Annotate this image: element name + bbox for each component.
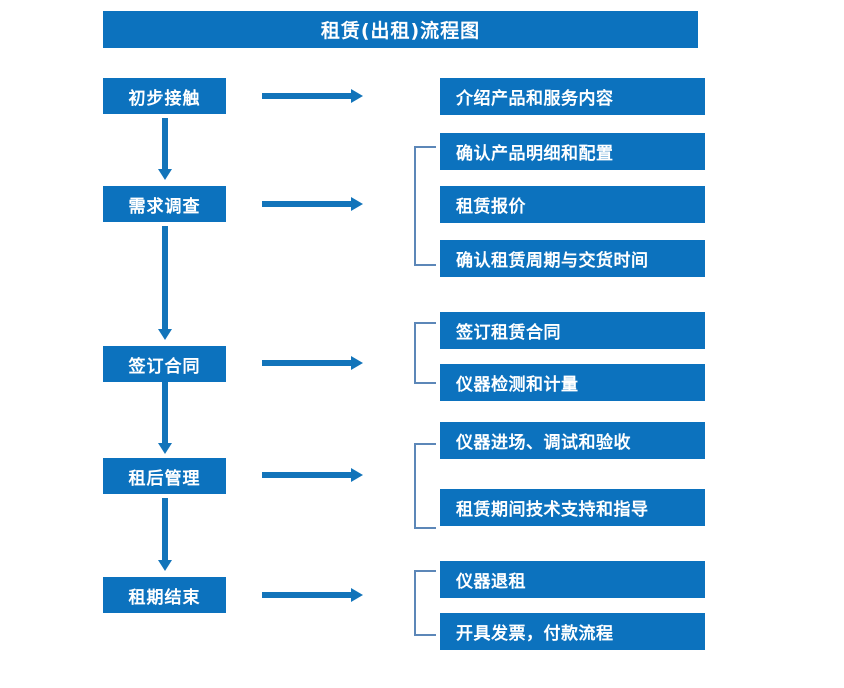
detail-box-租赁报价[interactable]: 租赁报价: [440, 186, 705, 223]
detail-box-确认租赁周期与交货时间[interactable]: 确认租赁周期与交货时间: [440, 240, 705, 277]
detail-box-租赁期间技术支持和指导[interactable]: 租赁期间技术支持和指导: [440, 489, 705, 526]
right-arrow-icon-3: [262, 356, 363, 370]
group-bracket-签订合同: [414, 322, 436, 384]
down-arrow-icon-3: [158, 382, 172, 454]
detail-box-开具发票付款流程[interactable]: 开具发票，付款流程: [440, 613, 705, 650]
detail-box-签订租赁合同[interactable]: 签订租赁合同: [440, 312, 705, 349]
right-arrow-icon-5: [262, 588, 363, 602]
down-arrow-icon-1: [158, 118, 172, 180]
stage-box-需求调查[interactable]: 需求调查: [103, 186, 226, 222]
down-arrow-icon-2: [158, 226, 172, 340]
stage-box-租期结束[interactable]: 租期结束: [103, 577, 226, 613]
down-arrow-icon-4: [158, 498, 172, 571]
group-bracket-租后管理: [414, 443, 436, 529]
stage-box-签订合同[interactable]: 签订合同: [103, 346, 226, 382]
detail-box-确认产品明细和配置[interactable]: 确认产品明细和配置: [440, 133, 705, 170]
detail-box-仪器退租[interactable]: 仪器退租: [440, 561, 705, 598]
page-title: 租赁(出租)流程图: [103, 11, 698, 48]
right-arrow-icon-1: [262, 89, 363, 103]
group-bracket-租期结束: [414, 570, 436, 636]
detail-box-仪器进场调试和验收[interactable]: 仪器进场、调试和验收: [440, 422, 705, 459]
stage-box-初步接触[interactable]: 初步接触: [103, 78, 226, 114]
detail-box-仪器检测和计量[interactable]: 仪器检测和计量: [440, 364, 705, 401]
group-bracket-需求调查: [414, 146, 436, 266]
detail-box-介绍产品和服务内容[interactable]: 介绍产品和服务内容: [440, 78, 705, 115]
stage-box-租后管理[interactable]: 租后管理: [103, 458, 226, 494]
right-arrow-icon-4: [262, 468, 363, 482]
right-arrow-icon-2: [262, 197, 363, 211]
